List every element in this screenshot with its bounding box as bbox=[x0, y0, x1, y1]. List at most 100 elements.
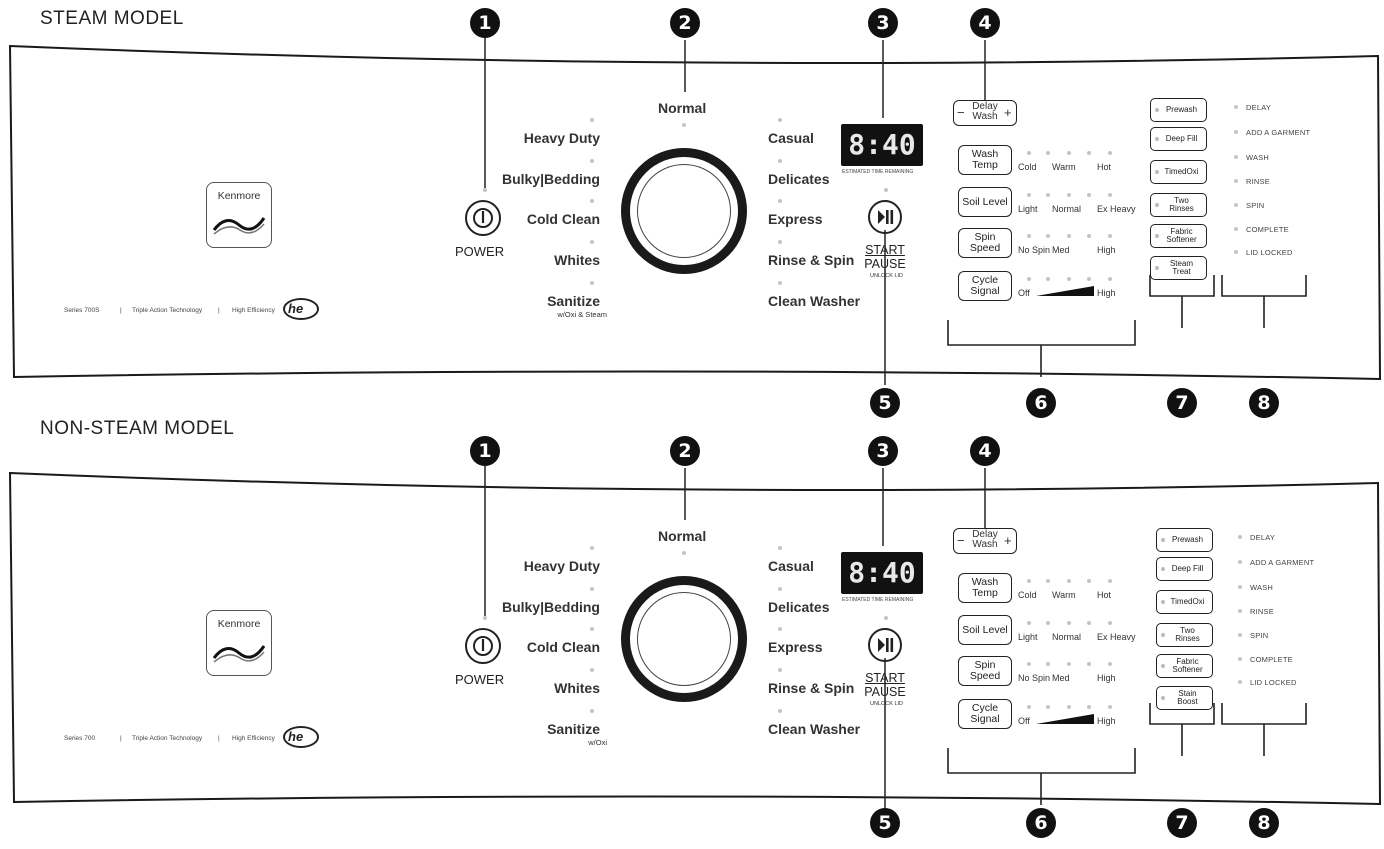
level-indicator bbox=[1046, 621, 1050, 625]
level-indicator bbox=[1046, 662, 1050, 666]
option-button[interactable]: Deep Fill bbox=[1156, 557, 1213, 581]
callout-number: 1 bbox=[470, 436, 500, 466]
option-button[interactable]: Prewash bbox=[1150, 98, 1207, 122]
setting-button[interactable]: Wash Temp bbox=[958, 573, 1012, 603]
cycle-normal: Normal bbox=[658, 528, 707, 544]
cycle-option-right[interactable]: Delicates bbox=[768, 599, 830, 615]
cycle-option-left[interactable]: Sanitize bbox=[547, 293, 600, 309]
setting-button[interactable]: Wash Temp bbox=[958, 145, 1012, 175]
setting-button[interactable]: Soil Level bbox=[958, 187, 1012, 217]
cycle-option-left[interactable]: Heavy Duty bbox=[523, 558, 600, 574]
option-button[interactable]: Fabric Softener bbox=[1150, 224, 1207, 248]
setting-button[interactable]: Cycle Signal bbox=[958, 699, 1012, 729]
callout-number: 2 bbox=[670, 436, 700, 466]
cycle-option-left[interactable]: Cold Clean bbox=[526, 211, 600, 227]
option-indicator bbox=[1155, 170, 1159, 174]
option-indicator bbox=[1155, 203, 1159, 207]
level-indicator bbox=[1087, 662, 1091, 666]
level-indicator bbox=[1067, 662, 1071, 666]
delay-minus[interactable]: − bbox=[957, 533, 965, 548]
cycle-option-left[interactable]: Bulky|Bedding bbox=[501, 171, 600, 187]
cycle-option-right[interactable]: Casual bbox=[768, 130, 814, 146]
cycle-option-right[interactable]: Rinse & Spin bbox=[768, 252, 855, 268]
cycle-indicator bbox=[590, 668, 594, 672]
option-button[interactable]: Two Rinses bbox=[1150, 193, 1207, 217]
cycle-indicator bbox=[778, 668, 782, 672]
cycle-option-right[interactable]: Rinse & Spin bbox=[768, 680, 855, 696]
kenmore-logo bbox=[206, 610, 272, 676]
cycle-option-left[interactable]: Heavy Duty bbox=[523, 130, 600, 146]
cycle-option-right[interactable]: Express bbox=[768, 639, 823, 655]
cycle-option-left[interactable]: Whites bbox=[554, 252, 600, 268]
sanitize-note: w/Oxi bbox=[588, 738, 607, 747]
option-button[interactable]: Stain Boost bbox=[1156, 686, 1213, 710]
level-indicator bbox=[1027, 579, 1031, 583]
status-label: DELAY bbox=[1250, 533, 1276, 542]
option-button[interactable]: TimedOxi bbox=[1150, 160, 1207, 184]
setting-button[interactable]: Soil Level bbox=[958, 615, 1012, 645]
series-text: Series 700 bbox=[64, 735, 96, 742]
option-button[interactable]: Steam Treat bbox=[1150, 256, 1207, 280]
level-indicator bbox=[1067, 193, 1071, 197]
status-light bbox=[1234, 105, 1238, 109]
callout-number: 3 bbox=[868, 436, 898, 466]
status-light bbox=[1238, 535, 1242, 539]
status-label: ADD A GARMENT bbox=[1246, 128, 1311, 137]
cycle-option-right[interactable]: Express bbox=[768, 211, 823, 227]
level-label: High bbox=[1097, 288, 1116, 298]
brand-name: Kenmore bbox=[217, 618, 261, 630]
level-label: Warm bbox=[1052, 590, 1076, 600]
cycle-option-right[interactable]: Casual bbox=[768, 558, 814, 574]
level-indicator bbox=[1108, 151, 1112, 155]
display-note: ESTIMATED TIME REMAINING bbox=[842, 597, 914, 603]
start-indicator bbox=[884, 188, 888, 192]
cycle-indicator bbox=[778, 118, 782, 122]
cycle-indicator bbox=[778, 587, 782, 591]
cycle-option-left[interactable]: Cold Clean bbox=[526, 639, 600, 655]
level-indicator bbox=[1067, 621, 1071, 625]
option-button[interactable]: Prewash bbox=[1156, 528, 1213, 552]
option-button[interactable]: Deep Fill bbox=[1150, 127, 1207, 151]
volume-ramp-icon bbox=[1036, 286, 1094, 296]
cycle-option-left[interactable]: Bulky|Bedding bbox=[501, 599, 600, 615]
cycle-indicator bbox=[590, 709, 594, 713]
start-indicator bbox=[884, 616, 888, 620]
cycle-knob[interactable] bbox=[621, 576, 747, 702]
option-button[interactable]: TimedOxi bbox=[1156, 590, 1213, 614]
delay-wash-button[interactable] bbox=[953, 100, 1017, 126]
start-pause-button[interactable] bbox=[868, 200, 902, 234]
option-label: Prewash bbox=[1165, 104, 1198, 114]
delay-plus[interactable]: + bbox=[1004, 105, 1012, 120]
footer-separator: | bbox=[120, 307, 122, 314]
status-light bbox=[1238, 560, 1242, 564]
level-label: Light bbox=[1018, 204, 1038, 214]
setting-button[interactable]: Spin Speed bbox=[958, 656, 1012, 686]
option-label: Fabric Softener bbox=[1172, 656, 1203, 674]
callout-number: 8 bbox=[1249, 808, 1279, 838]
start-pause-button[interactable] bbox=[868, 628, 902, 662]
level-label: Warm bbox=[1052, 162, 1076, 172]
status-label: WASH bbox=[1246, 153, 1270, 162]
power-button[interactable] bbox=[465, 200, 501, 236]
status-label: ADD A GARMENT bbox=[1250, 558, 1315, 567]
level-indicator bbox=[1046, 579, 1050, 583]
delay-wash-button[interactable] bbox=[953, 528, 1017, 554]
cycle-knob-center bbox=[637, 592, 731, 686]
sanitize-note: w/Oxi & Steam bbox=[557, 310, 607, 319]
level-label: Med bbox=[1052, 673, 1070, 683]
delay-plus[interactable]: + bbox=[1004, 533, 1012, 548]
cycle-option-right[interactable]: Delicates bbox=[768, 171, 830, 187]
power-button[interactable] bbox=[465, 628, 501, 664]
option-button[interactable]: Fabric Softener bbox=[1156, 654, 1213, 678]
delay-minus[interactable]: − bbox=[957, 105, 965, 120]
cycle-option-left[interactable]: Sanitize bbox=[547, 721, 600, 737]
cycle-option-right[interactable]: Clean Washer bbox=[768, 721, 861, 737]
option-button[interactable]: Two Rinses bbox=[1156, 623, 1213, 647]
setting-button[interactable]: Cycle Signal bbox=[958, 271, 1012, 301]
cycle-knob[interactable] bbox=[621, 148, 747, 274]
cycle-option-right[interactable]: Clean Washer bbox=[768, 293, 861, 309]
setting-button[interactable]: Spin Speed bbox=[958, 228, 1012, 258]
cycle-indicator bbox=[590, 199, 594, 203]
level-indicator bbox=[1067, 234, 1071, 238]
cycle-option-left[interactable]: Whites bbox=[554, 680, 600, 696]
